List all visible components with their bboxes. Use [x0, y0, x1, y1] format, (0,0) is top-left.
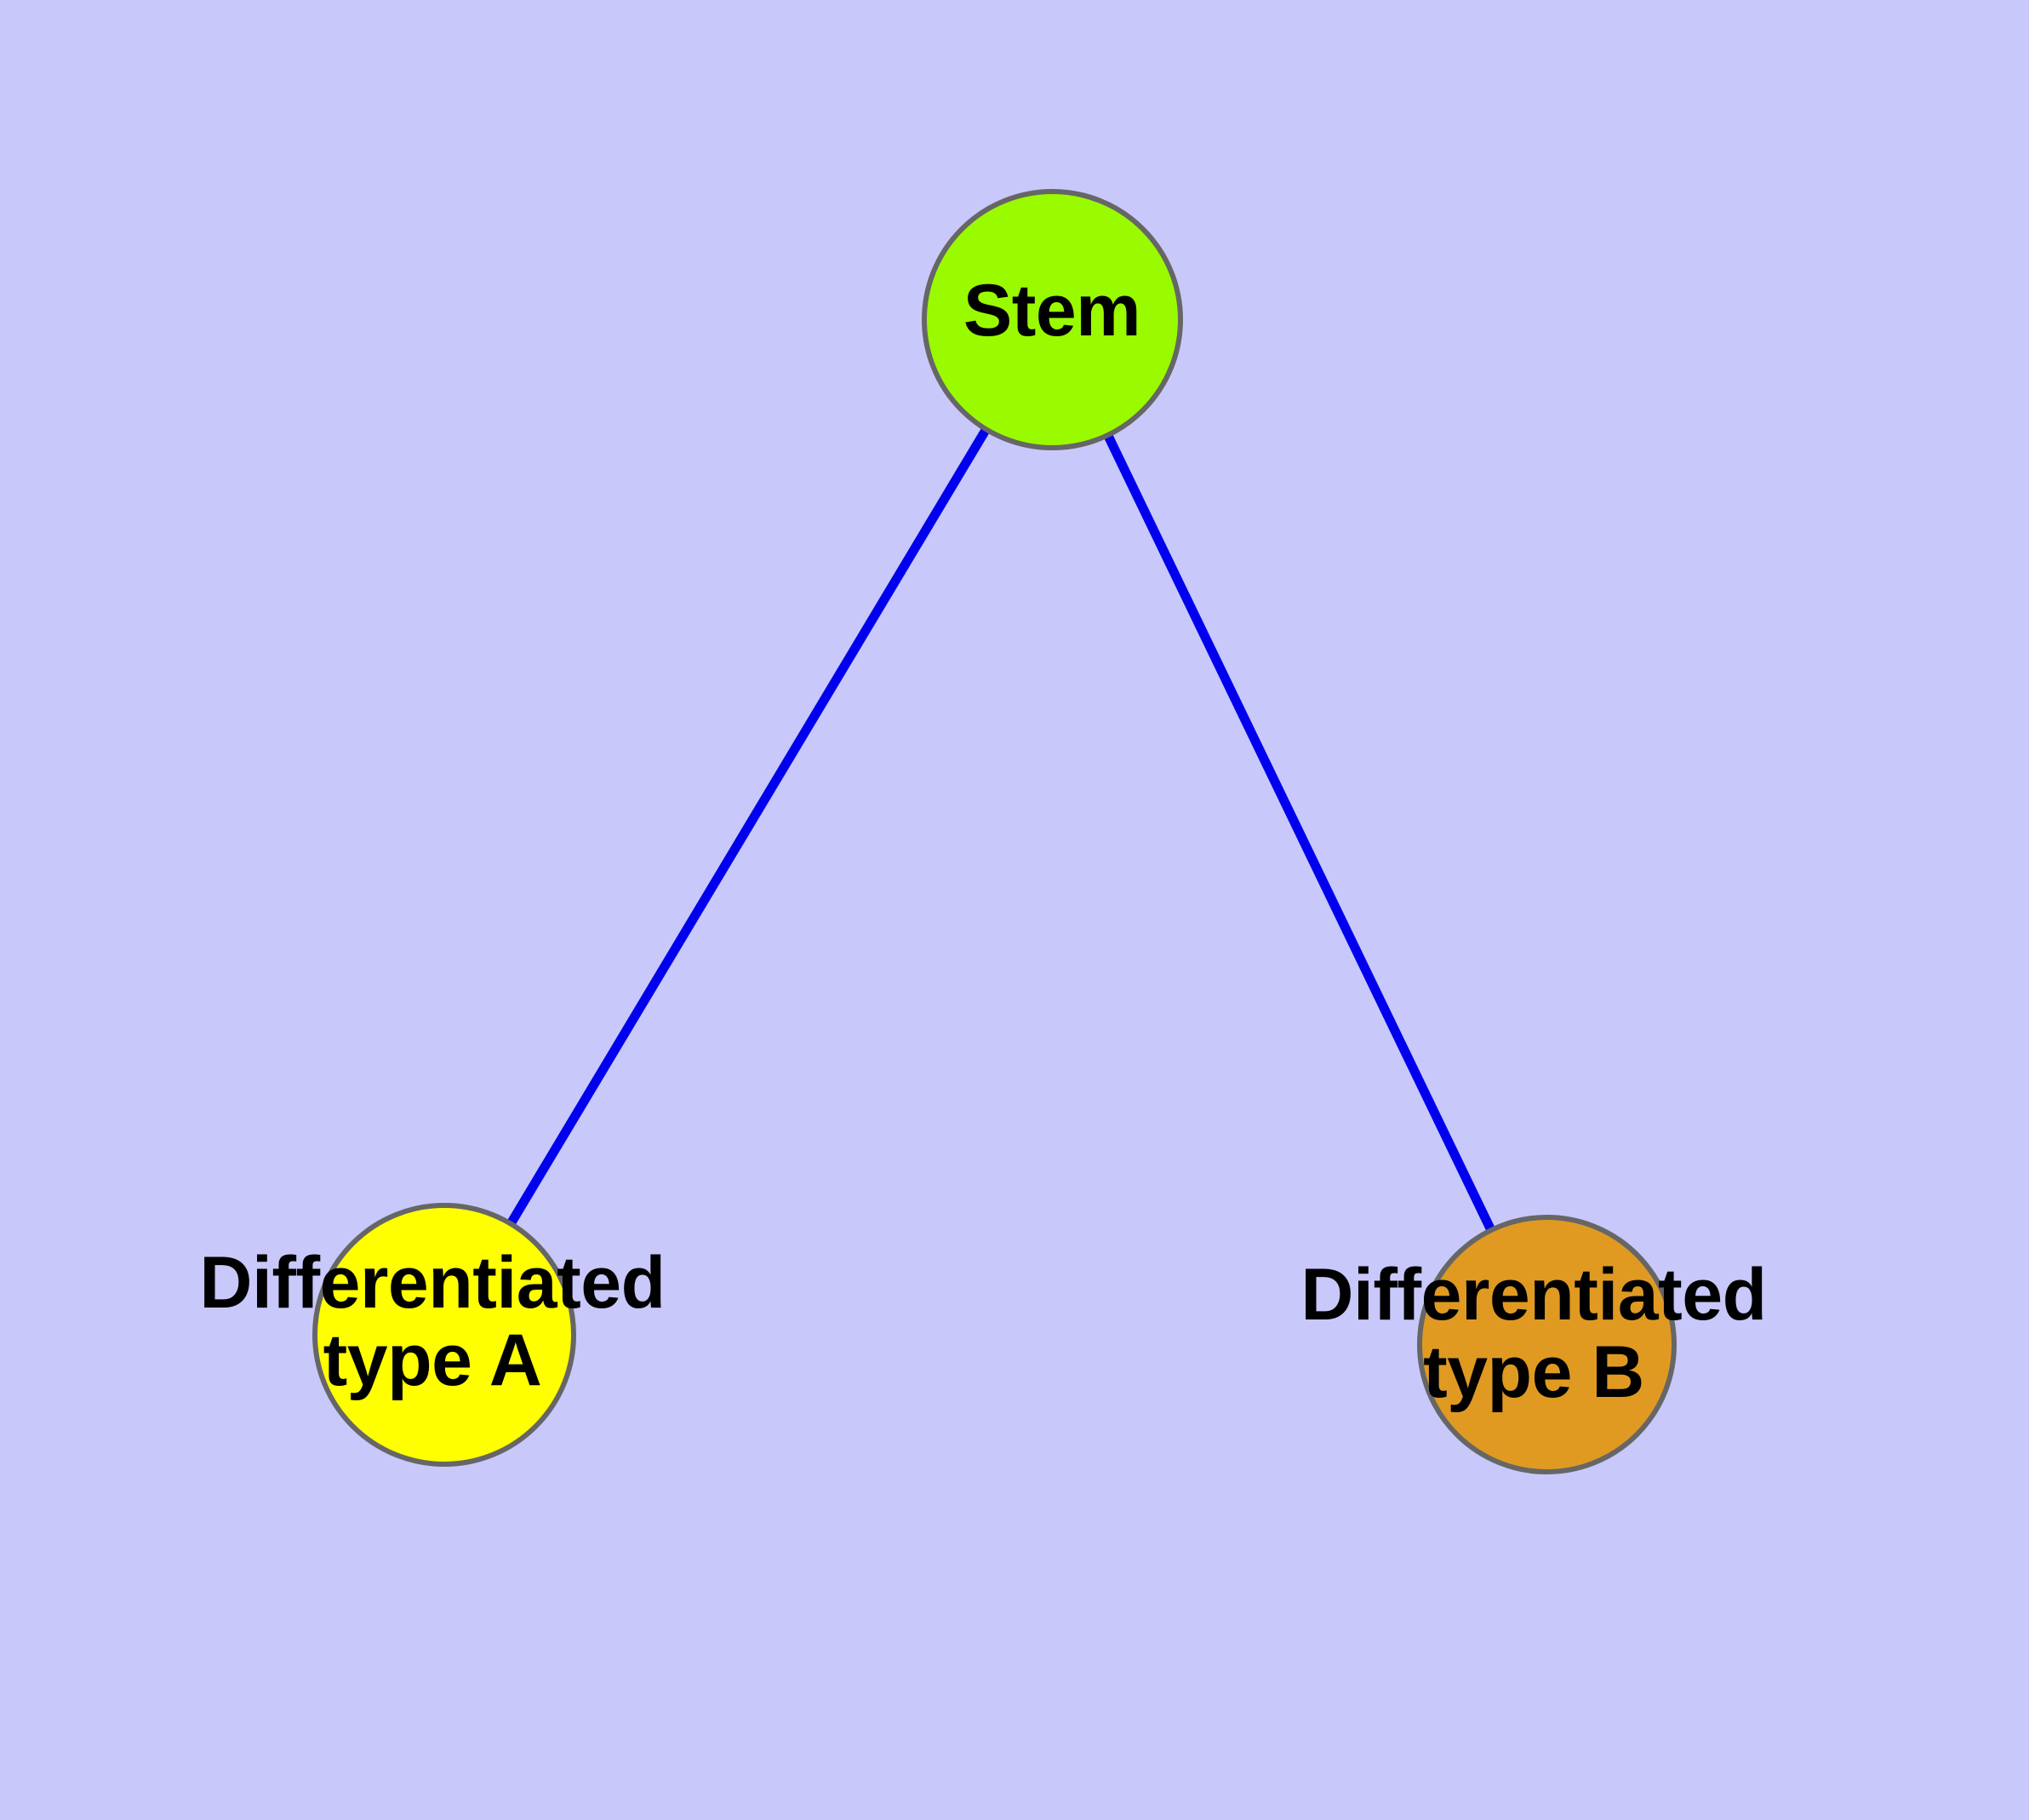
- node-differentiated-type-a[interactable]: [312, 1203, 576, 1467]
- node-stem[interactable]: [922, 189, 1183, 450]
- edge-stem-to-differentiated-type-a: [440, 317, 1056, 1337]
- node-label-stem: Stem: [963, 270, 1141, 352]
- edge-stem-to-differentiated-type-b: [1048, 317, 1551, 1348]
- node-label-differentiated-type-a: Differentiated type A: [199, 1242, 666, 1402]
- node-label-differentiated-type-b: Differentiated type B: [1300, 1254, 1767, 1414]
- node-differentiated-type-b[interactable]: [1417, 1215, 1677, 1474]
